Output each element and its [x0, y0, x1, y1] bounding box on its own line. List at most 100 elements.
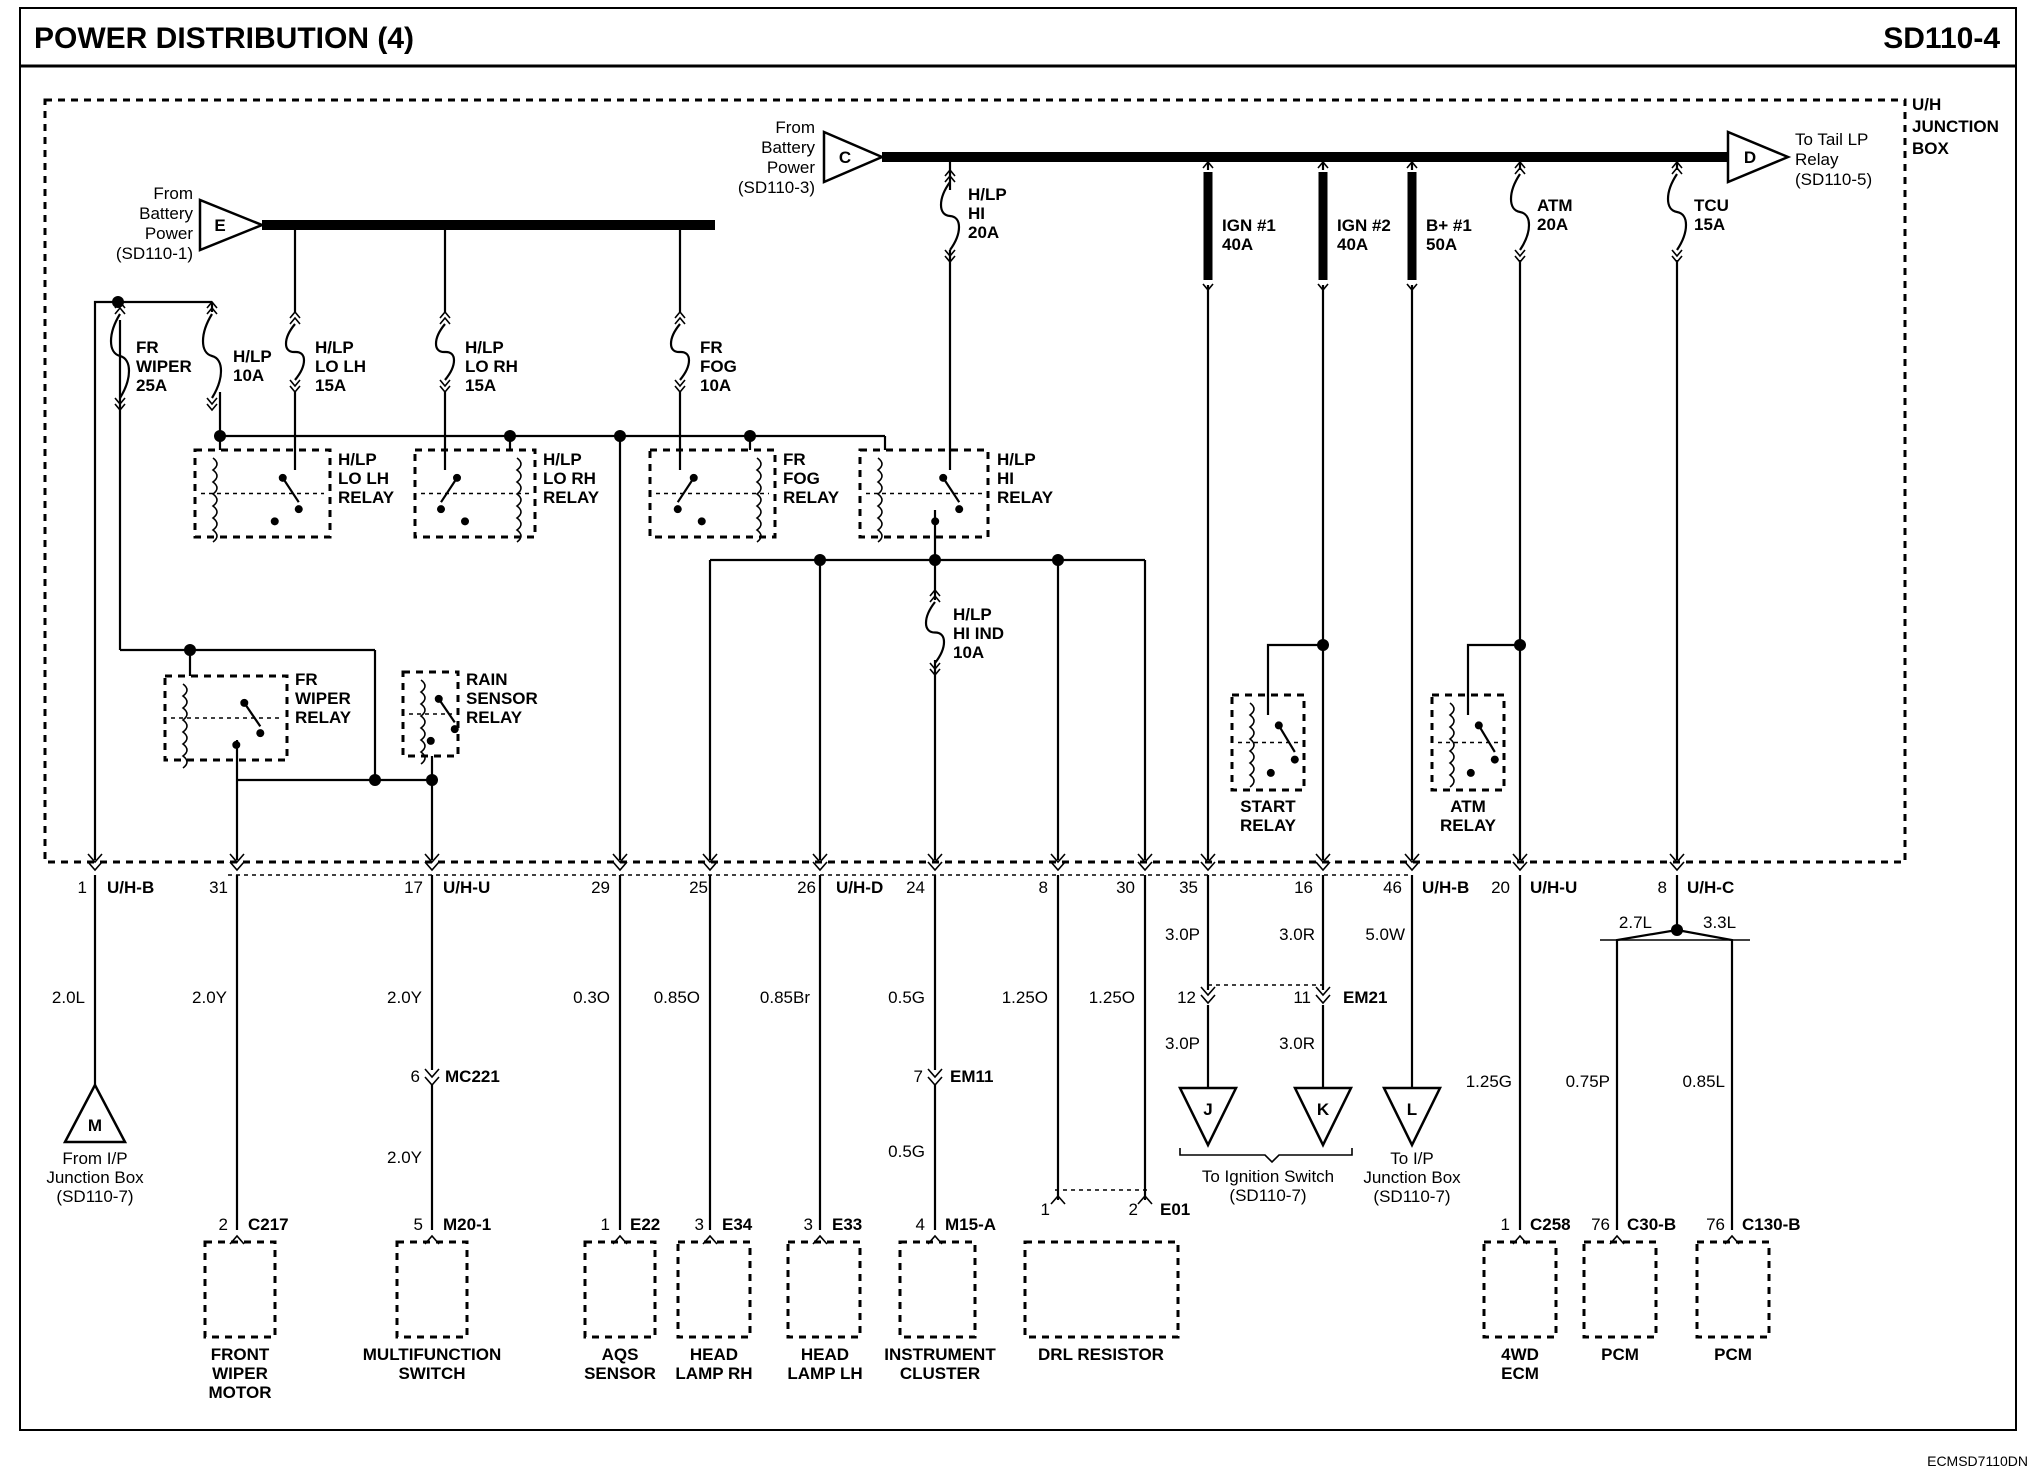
- pin-46: 46: [1383, 878, 1402, 897]
- comp-conn-m20: M20-1: [443, 1215, 491, 1234]
- comp-pin-c258: 1: [1501, 1215, 1510, 1234]
- pin-24: 24: [906, 878, 925, 897]
- wire-0-85l: 0.85L: [1682, 1072, 1725, 1091]
- footer-code: ECMSD7110DN: [1927, 1453, 2028, 1469]
- connector-chevron-icon: [1050, 853, 1066, 872]
- fuse-hlp-10a-icon: [201, 300, 223, 412]
- comp-label-pcm-1: PCM: [1601, 1345, 1639, 1364]
- wire-3-0r-b: 3.0R: [1279, 1034, 1315, 1053]
- junction-dot: [504, 430, 516, 442]
- relay-fr-wiper-icon: [163, 674, 289, 769]
- component-front-wiper-motor: [203, 1240, 277, 1339]
- inline-pin-1: 1: [1041, 1200, 1050, 1219]
- connector-uhb-2: U/H-B: [1422, 878, 1469, 897]
- comp-conn-e33: E33: [832, 1215, 862, 1234]
- wire-2-7l: 2.7L: [1619, 913, 1652, 932]
- connector-em21: EM21: [1343, 988, 1387, 1007]
- comp-conn-e22: E22: [630, 1215, 660, 1234]
- wire-2-0y-c: 2.0Y: [387, 1148, 422, 1167]
- wire-0-85o: 0.85O: [654, 988, 700, 1007]
- component-multifunction-switch: [395, 1240, 469, 1339]
- connector-chevron-icon: [702, 853, 718, 872]
- inline-pin-7: 7: [914, 1067, 923, 1086]
- connector-chevron-icon: [424, 853, 440, 872]
- connector-mc221: MC221: [445, 1067, 500, 1086]
- inline-connectors: 12 11 EM21 6 MC221 7 EM11 1 2 E01: [411, 988, 1388, 1219]
- pin-17: 17: [404, 878, 423, 897]
- comp-pin-e22: 1: [601, 1215, 610, 1234]
- fuse-tcu-icon: [1666, 160, 1688, 264]
- fuse-fr-fog-icon: [669, 310, 691, 394]
- junction-dot: [1317, 639, 1329, 651]
- pin-35: 35: [1179, 878, 1198, 897]
- inline-pin-6: 6: [411, 1067, 420, 1086]
- connector-chevron-icon: [812, 853, 828, 872]
- junction-dot: [929, 554, 941, 566]
- comp-pin-e34: 3: [695, 1215, 704, 1234]
- comp-pin-e33: 3: [804, 1215, 813, 1234]
- pin-16: 16: [1294, 878, 1313, 897]
- svg-text:M: M: [88, 1116, 102, 1135]
- comp-conn-e34: E34: [722, 1215, 753, 1234]
- wiring: [93, 157, 1679, 860]
- connector-uhd: U/H-D: [836, 878, 883, 897]
- connector-chevron-icon: [87, 853, 103, 872]
- wire-0-3o: 0.3O: [573, 988, 610, 1007]
- junction-box-outline: [43, 98, 1907, 864]
- comp-conn-c130b: C130-B: [1742, 1215, 1801, 1234]
- wire-0-75p: 0.75P: [1566, 1072, 1610, 1091]
- fuse-hlp-lo-lh-icon: [284, 310, 306, 394]
- comp-conn-m15a: M15-A: [945, 1215, 996, 1234]
- comp-label-drl: DRL RESISTOR: [1038, 1345, 1164, 1364]
- svg-text:E: E: [214, 216, 225, 235]
- pin-29: 29: [591, 878, 610, 897]
- relay-hi-icon: [858, 448, 990, 543]
- page-id: SD110-4: [1883, 22, 2000, 55]
- pin-20: 20: [1491, 878, 1510, 897]
- fuse-atm-icon: [1509, 160, 1531, 264]
- pin-26: 26: [797, 878, 816, 897]
- wire-3-0p-b: 3.0P: [1165, 1034, 1200, 1053]
- fuse-hlp-hi-ind-icon: [924, 588, 946, 677]
- component-pcm-1: [1582, 1240, 1658, 1339]
- junction-dot: [1052, 554, 1064, 566]
- inline-chevron-icon: [1200, 986, 1216, 1005]
- relay-start-icon: [1230, 693, 1306, 792]
- relay-lo-lh-icon: [193, 448, 332, 543]
- component-head-lamp-rh: [676, 1240, 752, 1339]
- page-title: POWER DISTRIBUTION (4): [34, 22, 414, 55]
- pin-30: 30: [1116, 878, 1135, 897]
- connector-chevron-icon: [927, 853, 943, 872]
- connector-chevron-icon: [1137, 853, 1153, 872]
- pin-8a: 8: [1039, 878, 1048, 897]
- comp-pin-m20: 5: [414, 1215, 423, 1234]
- fuse-ign1-icon: [1202, 160, 1214, 292]
- connector-chevron-icon: [229, 853, 245, 872]
- inline-pin-12: 12: [1177, 988, 1196, 1007]
